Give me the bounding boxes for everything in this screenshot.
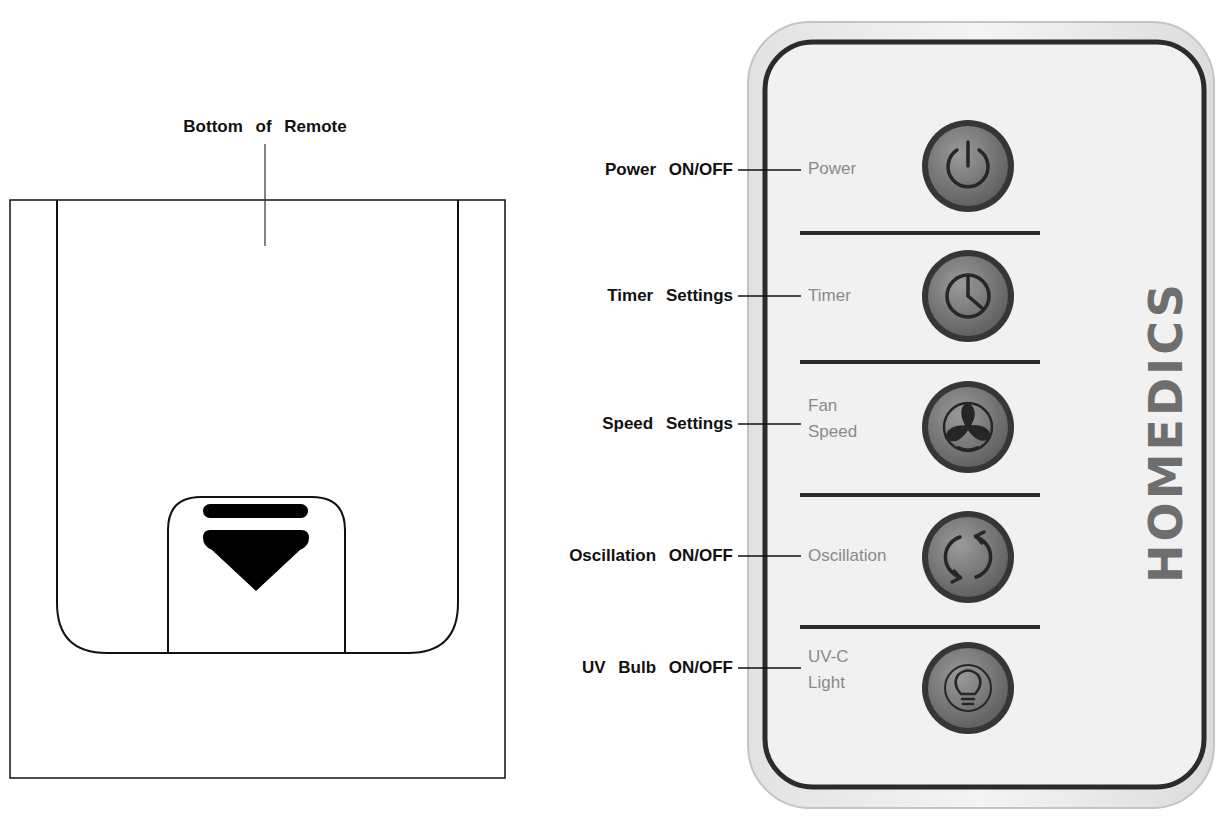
slide-arrow bbox=[203, 530, 309, 591]
button-label: Power bbox=[808, 156, 898, 182]
slide-mark bbox=[203, 504, 308, 518]
button-label: Timer bbox=[808, 283, 898, 309]
callout-label: Speed Settings bbox=[602, 414, 733, 434]
part-name: Bottom of Remote bbox=[183, 117, 346, 137]
button-label: Fan Speed bbox=[808, 393, 864, 445]
leader-lines bbox=[738, 170, 801, 668]
callout-label: Oscillation ON/OFF bbox=[569, 546, 733, 566]
remote-panel bbox=[765, 42, 1204, 787]
remote-bottom-view bbox=[10, 200, 505, 778]
button-label: UV-C Light bbox=[808, 644, 858, 696]
button-icons bbox=[944, 142, 992, 711]
callout-label: Power ON/OFF bbox=[605, 160, 733, 180]
brand-logo: HOMEDICS bbox=[1141, 281, 1191, 583]
buttons bbox=[922, 120, 1014, 734]
callout-label: Timer Settings bbox=[607, 286, 733, 306]
remote-body bbox=[748, 22, 1214, 808]
separators bbox=[800, 233, 1040, 627]
leader-line bbox=[264, 144, 265, 246]
callout-label: UV Bulb ON/OFF bbox=[582, 658, 733, 678]
button-label: Oscillation bbox=[808, 543, 918, 569]
